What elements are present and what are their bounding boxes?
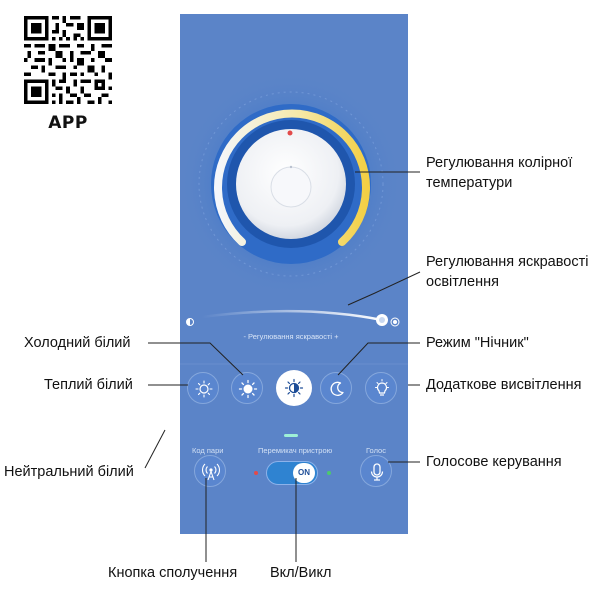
aux-light-button[interactable] [365,372,397,404]
sun-filled-icon [238,379,258,399]
sun-outline-icon [195,380,213,398]
brightness-caption: - Регулювання яскравості + [243,332,339,341]
warm-white-button[interactable] [187,372,219,404]
pair-label: Код пари [192,446,224,455]
power-switch-state: ON [298,468,310,477]
callout-neutral-white: Нейтральний білий [4,464,134,480]
power-on-indicator [327,471,331,475]
voice-button[interactable] [360,455,392,487]
callout-pairing-button: Кнопка сполучення [108,565,238,581]
app-screen: - Регулювання яскравості + [180,14,408,534]
dim-icon [186,318,194,326]
power-switch-knob [293,463,315,483]
night-mode-button[interactable] [320,372,352,404]
bright-icon [390,317,400,327]
callout-brightness-2: освітлення [426,274,499,290]
microphone-icon [370,463,384,481]
power-off-indicator [254,471,258,475]
callout-aux-light: Додаткове висвітлення [426,377,582,393]
color-temperature-arc [214,109,370,246]
qr-code [24,16,112,104]
callout-night-mode: Режим "Нічник" [426,335,529,351]
power-switch[interactable]: ON [266,461,318,485]
cold-white-button[interactable] [231,372,263,404]
callout-voice-control: Голосове керування [426,454,562,470]
app-label: APP [48,113,88,133]
callout-color-temp-1: Регулювання колірної [426,155,573,171]
switch-label: Перемикач пристрою [258,446,333,455]
callout-color-temp-2: температури [426,175,513,191]
callout-on-off: Вкл/Викл [270,565,332,581]
moon-icon [330,381,344,396]
neutral-white-button[interactable] [276,370,312,406]
callout-brightness-1: Регулювання яскравості [426,254,589,270]
sun-half-icon [284,378,304,398]
pairing-button[interactable] [194,455,226,487]
antenna-icon [201,463,221,481]
lightbulb-icon [375,379,389,396]
callout-warm-white: Теплий білий [44,377,133,393]
callout-cold-white: Холодний білий [24,335,131,351]
voice-label: Голос [366,446,386,455]
